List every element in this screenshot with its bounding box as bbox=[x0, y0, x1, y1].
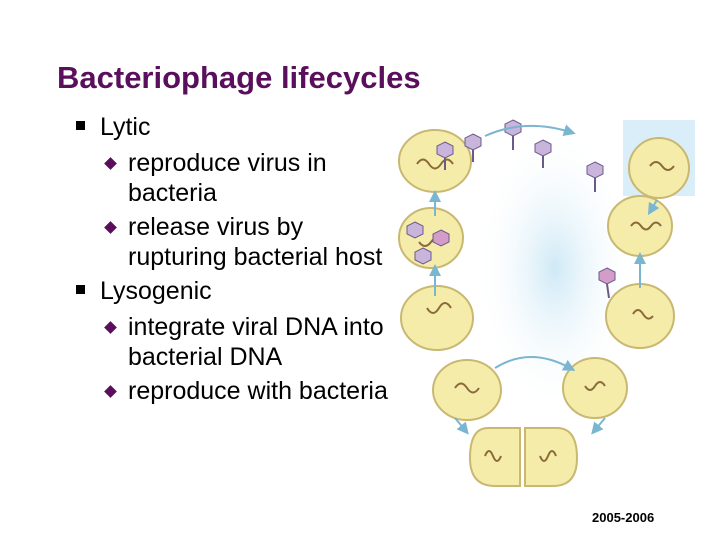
bullet-text: integrate viral DNA into bacterial DNA bbox=[128, 313, 384, 371]
cycle-arrows bbox=[429, 124, 660, 435]
bullet-item: release virus by rupturing bacterial hos… bbox=[74, 212, 394, 272]
square-bullet-icon bbox=[76, 285, 85, 294]
diamond-bullet-icon bbox=[104, 221, 117, 234]
footer-year: 2005-2006 bbox=[592, 510, 655, 525]
bullet-text: reproduce with bacteria bbox=[128, 377, 388, 405]
diamond-bullet-icon bbox=[104, 385, 117, 398]
phage-lifecycle-illustration bbox=[398, 119, 695, 487]
diamond-bullet-icon bbox=[104, 321, 117, 334]
section-lytic: Lytic bbox=[74, 112, 394, 142]
square-bullet-icon bbox=[76, 121, 85, 130]
bullet-list: Lytic reproduce virus in bacteria releas… bbox=[74, 112, 394, 410]
bullet-text: reproduce virus in bacteria bbox=[128, 149, 327, 207]
section-label: Lytic bbox=[100, 113, 151, 141]
bullet-item: integrate viral DNA into bacterial DNA bbox=[74, 312, 394, 372]
bullet-text: release virus by rupturing bacterial hos… bbox=[128, 213, 383, 271]
section-label: Lysogenic bbox=[100, 277, 212, 305]
slide-title: Bacteriophage lifecycles bbox=[57, 60, 421, 95]
bacteriophage-icons bbox=[406, 119, 616, 299]
diamond-bullet-icon bbox=[104, 157, 117, 170]
section-lysogenic: Lysogenic bbox=[74, 276, 394, 306]
bullet-item: reproduce virus in bacteria bbox=[74, 148, 394, 208]
bullet-item: reproduce with bacteria bbox=[74, 376, 394, 406]
